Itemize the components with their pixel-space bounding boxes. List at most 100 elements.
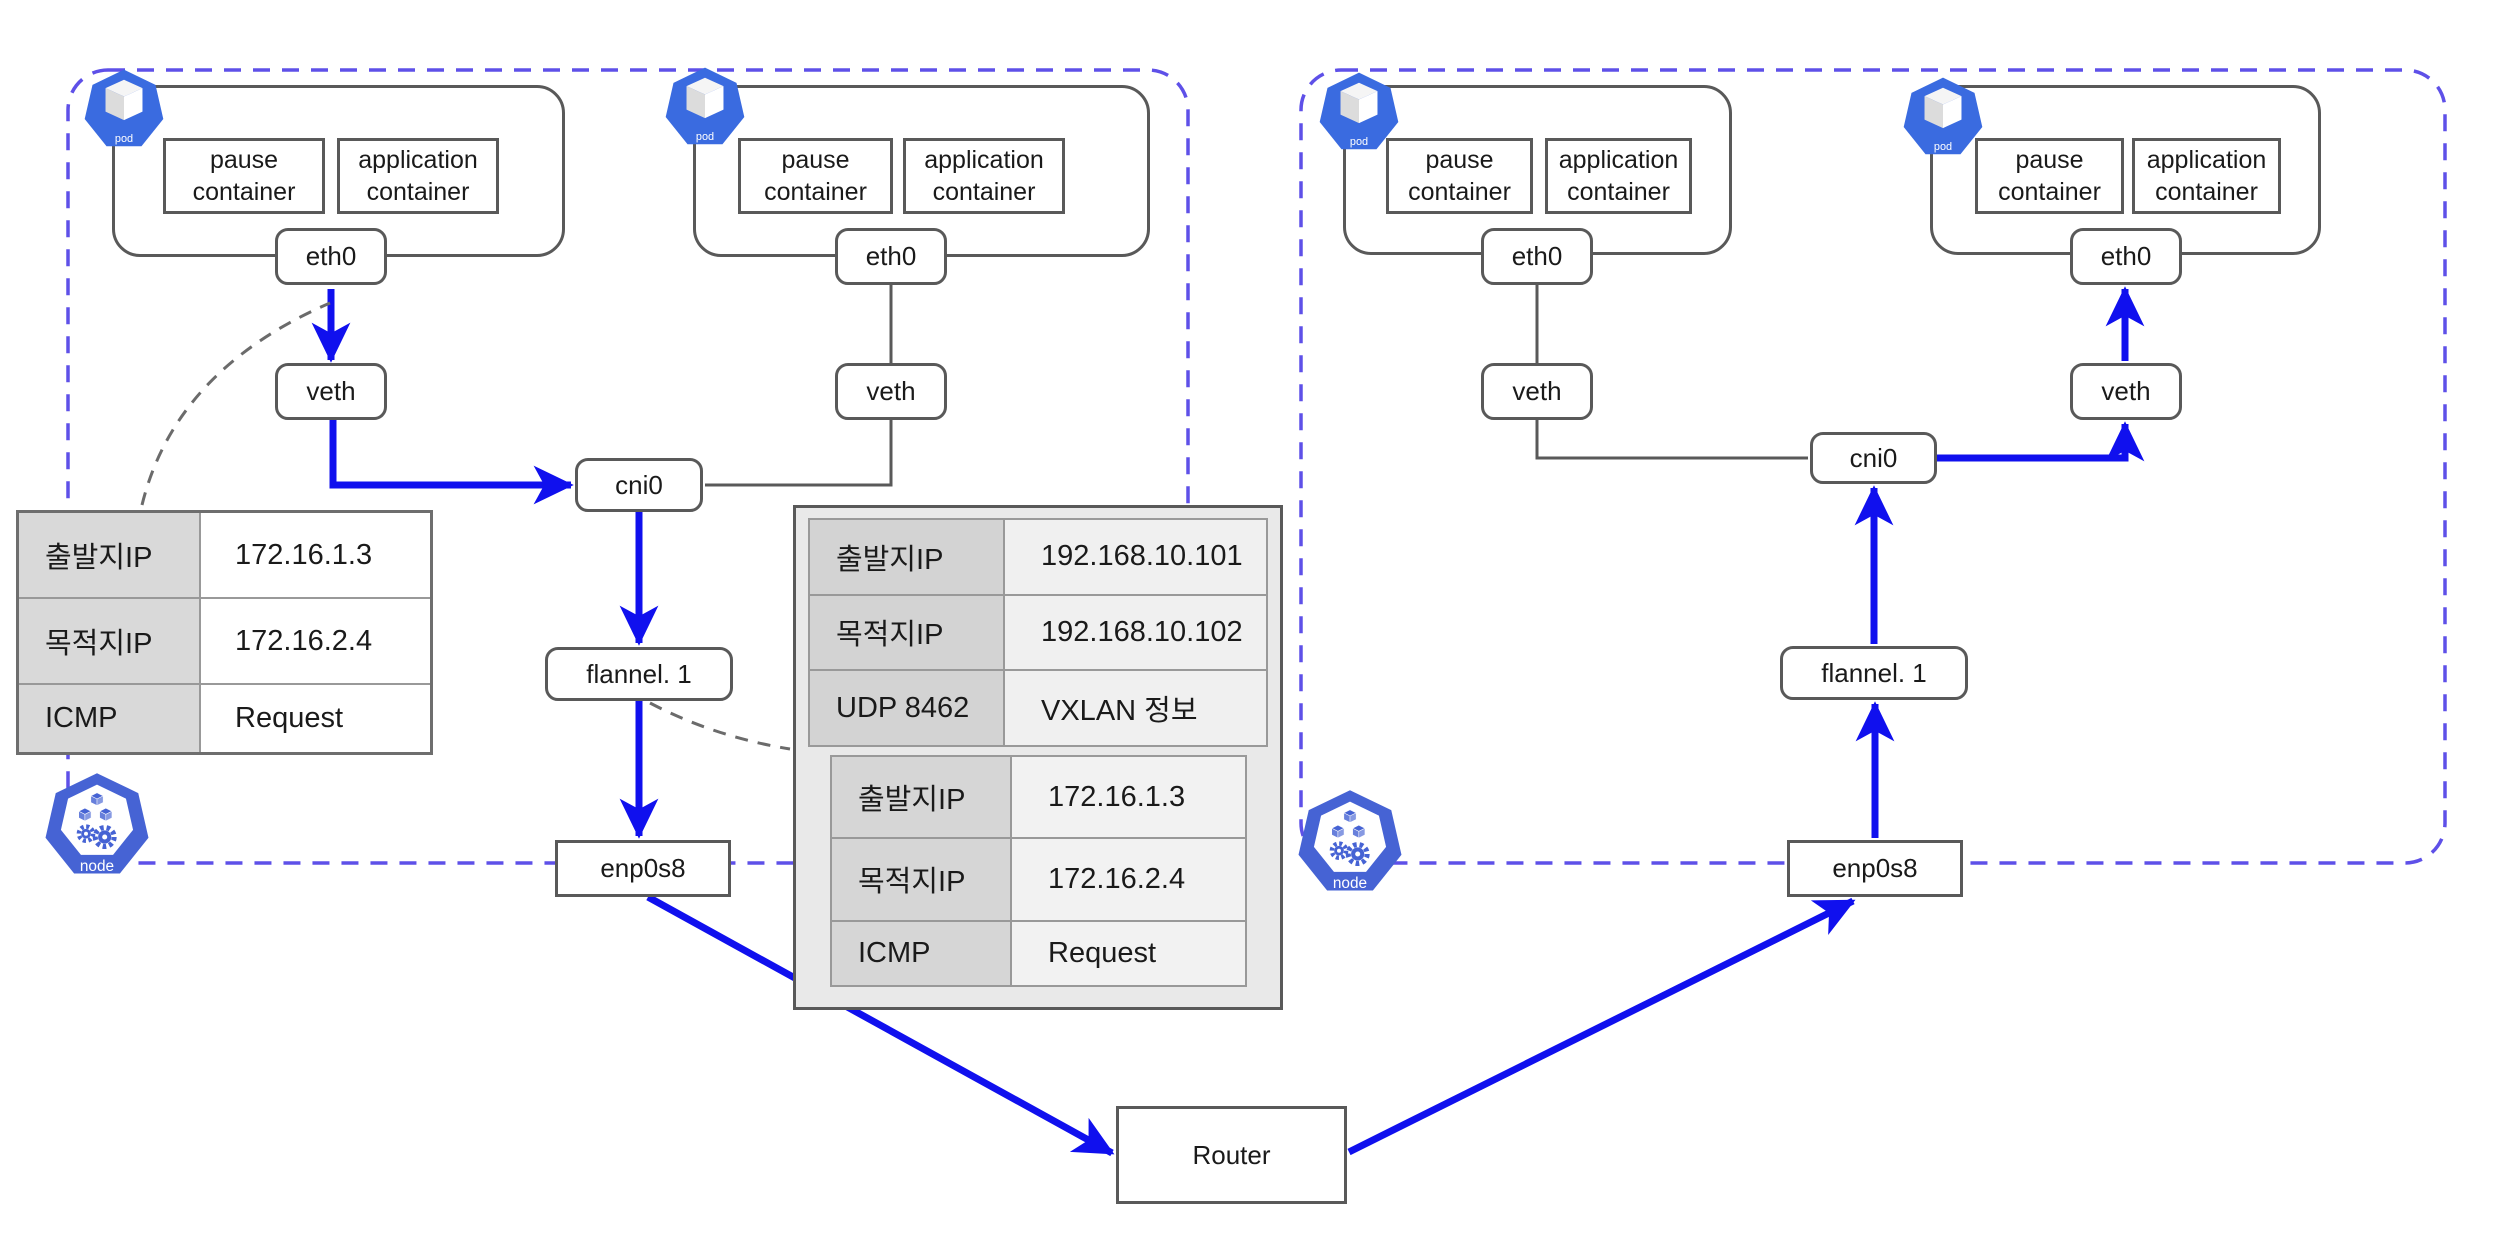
node2-cni0-bridge: cni0 (1810, 432, 1937, 484)
arrow-router-to-enp0s8 (1347, 897, 1856, 1156)
cube-left (1340, 91, 1359, 124)
table-row: 목적지IP 172.16.2.4 (830, 837, 1247, 922)
pod2-veth-interface: veth (835, 363, 947, 420)
packet-field-value: Request (1010, 919, 1247, 988)
cube-right (1359, 91, 1378, 124)
pod4-application-container: application container (2132, 138, 2281, 214)
node2-enp0s8-nic: enp0s8 (1787, 840, 1963, 897)
pod-icon-label: pod (1934, 141, 1952, 153)
pod-packet-table: 출발지IP 172.16.1.3 목적지IP 172.16.2.4 ICMP R… (16, 510, 433, 755)
curve-flannel-to-vxlan-table (649, 701, 791, 751)
veth-label: veth (2101, 376, 2151, 406)
veth-label: veth (306, 376, 356, 406)
table-row: ICMP Request (16, 683, 433, 755)
pod-icon-label: pod (115, 133, 133, 145)
pod-icon-label: pod (696, 131, 714, 143)
flannel-label: flannel. 1 (1821, 657, 1927, 688)
node2-boundary (1299, 68, 2447, 865)
node-icon: node (45, 773, 149, 875)
pod1-veth-interface: veth (275, 363, 387, 420)
table-row: 목적지IP 192.168.10.102 (808, 593, 1268, 672)
pod-icon: pod (665, 67, 745, 145)
pod-icon: pod (84, 69, 164, 147)
packet-field-value: 172.16.1.3 (1010, 754, 1247, 840)
pod1-application-container: application container (337, 138, 499, 214)
packet-field-value: VXLAN 정보 (1003, 669, 1268, 747)
pod-icon: pod (1903, 77, 1983, 155)
enp0s8-label: enp0s8 (600, 853, 686, 883)
table-row: ICMP Request (830, 919, 1247, 988)
node1-flannel-vxlan: flannel. 1 (545, 647, 733, 701)
router-label: Router (1192, 1139, 1271, 1170)
vxlan-outer-header-table: 출발지IP 192.168.10.101 목적지IP 192.168.10.10… (808, 518, 1268, 747)
pod2-eth0-interface: eth0 (835, 228, 947, 285)
pod3-pause-container: pause container (1386, 138, 1533, 214)
pod-icon-label: pod (1350, 136, 1368, 148)
application-container-label: application container (358, 146, 478, 206)
node2-flannel-vxlan: flannel. 1 (1780, 646, 1968, 700)
table-row: 출발지IP 172.16.1.3 (16, 510, 433, 600)
packet-field-key: ICMP (830, 919, 1012, 988)
node1-enp0s8-nic: enp0s8 (555, 840, 731, 897)
pod4-pause-container: pause container (1975, 138, 2124, 214)
cube-right (705, 86, 724, 119)
annotation-curves (140, 301, 791, 751)
pod-icon: pod (1319, 72, 1399, 150)
table-row: 출발지IP 172.16.1.3 (830, 754, 1247, 840)
cni0-label: cni0 (1849, 442, 1898, 473)
packet-field-key: 출발지IP (16, 510, 201, 600)
enp0s8-label: enp0s8 (1832, 853, 1918, 883)
packet-field-key: 출발지IP (830, 754, 1012, 840)
table-row: 목적지IP 172.16.2.4 (16, 597, 433, 686)
pod1-eth0-interface: eth0 (275, 228, 387, 285)
curve-table1-to-veth-link (140, 301, 331, 506)
pause-container-label: pause container (764, 146, 867, 206)
packet-field-key: 목적지IP (830, 837, 1012, 922)
node1-cni0-bridge: cni0 (575, 458, 703, 512)
packet-field-key: 목적지IP (16, 597, 201, 686)
eth0-label: eth0 (2100, 241, 2152, 271)
packet-field-value: 192.168.10.101 (1003, 518, 1268, 596)
table-row: 출발지IP 192.168.10.101 (808, 518, 1268, 596)
eth0-label: eth0 (305, 241, 357, 271)
arrow-enp0s8-to-router (646, 893, 1115, 1157)
pod4-veth-interface: veth (2070, 363, 2182, 420)
application-container-label: application container (924, 146, 1044, 206)
cni0-label: cni0 (615, 469, 663, 500)
node1-boundary (66, 68, 1190, 865)
packet-field-key: 목적지IP (808, 593, 1005, 672)
packet-field-value: Request (199, 683, 433, 755)
pod2-application-container: application container (903, 138, 1065, 214)
cube-top (1924, 87, 1962, 105)
link-veth3-cni0 (1535, 420, 1808, 460)
pod3-eth0-interface: eth0 (1481, 228, 1593, 285)
router-box: Router (1116, 1106, 1347, 1204)
pod2-pause-container: pause container (738, 138, 893, 214)
packet-field-value: 192.168.10.102 (1003, 593, 1268, 672)
cube-left (1924, 96, 1943, 129)
cube-left (686, 86, 705, 119)
pod1-pause-container: pause container (163, 138, 325, 214)
veth-label: veth (866, 376, 916, 406)
packet-flow-arrows (311, 286, 2145, 1157)
eth0-label: eth0 (1511, 241, 1563, 271)
cube-left (105, 88, 124, 121)
eth0-label: eth0 (865, 241, 917, 271)
application-container-label: application container (2146, 146, 2267, 206)
node-icon-label: node (1333, 875, 1367, 892)
arrow-veth-to-cni0 (329, 415, 574, 505)
cube-right (1943, 96, 1962, 129)
node-icon-label: node (80, 858, 114, 875)
vxlan-inner-payload-table: 출발지IP 172.16.1.3 목적지IP 172.16.2.4 ICMP R… (830, 754, 1247, 988)
cube-top (686, 77, 724, 95)
arrow-cni0-to-veth4 (1937, 421, 2145, 462)
cube-top (1340, 82, 1378, 100)
packet-field-key: 출발지IP (808, 518, 1005, 596)
node-icon: node (1298, 790, 1402, 892)
pod4-eth0-interface: eth0 (2070, 228, 2182, 285)
pause-container-label: pause container (1408, 146, 1511, 206)
flannel-label: flannel. 1 (586, 658, 692, 689)
packet-field-key: ICMP (16, 683, 201, 755)
